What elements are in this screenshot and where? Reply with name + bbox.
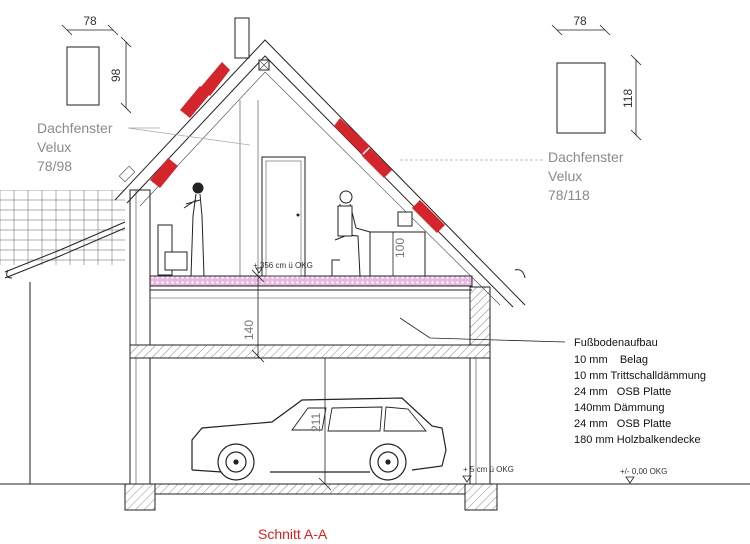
legend-layer: 180 mm Holzbalkendecke: [574, 434, 701, 446]
desk: [369, 231, 426, 277]
desk-height-dim: 100: [393, 238, 407, 258]
floor-build-up-legend: Fußbodenaufbau 10 mm Belag 10 mm Trittsc…: [574, 337, 706, 446]
door: [261, 156, 306, 277]
right-window-width: 78: [573, 14, 587, 28]
ceiling-slab: [129, 344, 491, 359]
upper-floor-level: + 356 cm ü OKG: [253, 261, 313, 270]
left-window-width: 78: [83, 14, 97, 28]
legend-title: Fußbodenaufbau: [574, 337, 658, 349]
ground-level: +/- 0,00 OKG: [620, 467, 667, 476]
section-title: Schnitt A-A: [258, 526, 328, 542]
right-window-label-1: Dachfenster: [548, 149, 624, 165]
garage-floor-level: + 5 cm ü OKG: [463, 465, 514, 474]
left-window-label-1: Dachfenster: [37, 120, 113, 136]
legend-layer: 10 mm Trittschalldämmung: [574, 370, 706, 382]
neighbour-house: [0, 190, 126, 484]
person-woman: [183, 182, 205, 277]
garage-height-dim: 211: [309, 413, 323, 432]
person-man: [331, 190, 371, 277]
upper-floor: [149, 275, 473, 291]
velux-left-window: [66, 46, 100, 106]
upper-walls: [129, 189, 491, 346]
storey-height-dim: 140: [242, 320, 256, 340]
right-window-height: 118: [621, 89, 635, 108]
right-window-label-2: Velux: [548, 168, 582, 184]
right-window-label-3: 78/118: [548, 187, 590, 203]
level-markers: [255, 267, 635, 484]
legend-layer: 24 mm OSB Platte: [574, 418, 671, 430]
left-window-height: 98: [109, 68, 123, 82]
legend-layer: 140mm Dämmung: [574, 402, 664, 414]
garage-walls: [129, 357, 491, 485]
interior: [157, 100, 426, 277]
foundation: [124, 483, 498, 511]
legend-layer: 10 mm Belag: [574, 354, 648, 366]
velux-right-window: [556, 62, 606, 134]
left-window-label-3: 78/98: [37, 158, 72, 174]
dimension-lines: [61, 24, 642, 491]
roof: [114, 39, 526, 308]
left-window-label-2: Velux: [37, 139, 71, 155]
chimney: [234, 17, 250, 59]
legend-layer: 24 mm OSB Platte: [574, 386, 671, 398]
car: [191, 397, 447, 481]
